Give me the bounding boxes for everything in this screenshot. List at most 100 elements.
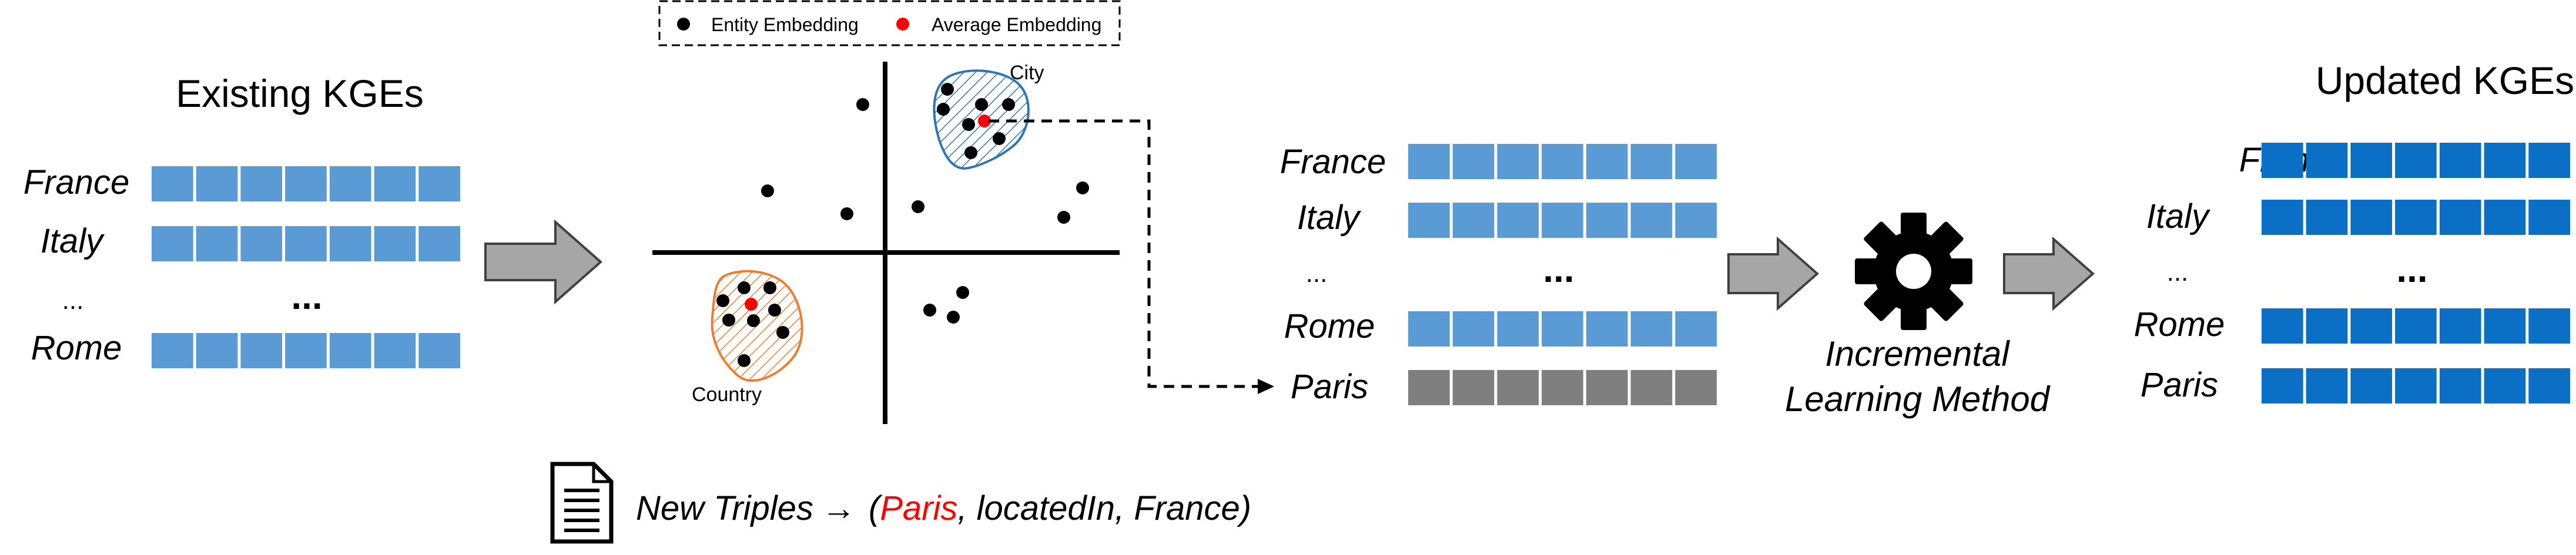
embedding-cell <box>2528 368 2570 403</box>
middle-embedding-bar-france <box>1408 144 1717 179</box>
embedding-cell <box>1497 370 1539 405</box>
entity-point <box>993 132 1006 145</box>
embedding-cell <box>2306 308 2348 344</box>
embedding-cell <box>418 166 460 201</box>
embedding-cell <box>2262 200 2303 235</box>
new-triples-prefix: New Triples <box>636 489 813 527</box>
embedding-cell <box>2484 200 2526 235</box>
middle-bar-ellipsis: ... <box>1543 248 1574 290</box>
embedding-cell <box>2439 143 2481 178</box>
gear-icon <box>1855 213 1972 330</box>
embedding-cell <box>285 333 327 368</box>
middle-embedding-bar-paris <box>1408 370 1717 405</box>
entity-point <box>716 294 729 307</box>
entity-point <box>1057 211 1070 224</box>
existing-row-label-ellipsis: ... <box>62 286 84 315</box>
flow-arrow-3 <box>2003 236 2095 311</box>
method-label-line1: Incremental <box>1825 334 2010 374</box>
embedding-cell <box>240 333 283 368</box>
embedding-cell <box>1586 311 1628 347</box>
embedding-cell <box>196 166 238 201</box>
embedding-cell <box>329 226 371 261</box>
legend-entity-label: Entity Embedding <box>711 14 859 35</box>
embedding-cell <box>2439 200 2481 235</box>
existing-embedding-bar-italy <box>152 226 460 261</box>
existing-bar-ellipsis: ... <box>291 275 322 317</box>
embedding-cell <box>1630 370 1673 405</box>
existing-embedding-bar-france <box>152 166 460 201</box>
embedding-cell <box>374 166 416 201</box>
updated-row-label-italy: Italy <box>2146 197 2210 236</box>
entity-point <box>776 326 789 339</box>
embedding-cell <box>1630 144 1673 179</box>
embedding-cell <box>1408 144 1450 179</box>
embedding-cell <box>1675 370 1717 405</box>
entity-point <box>856 98 869 111</box>
existing-row-label-rome: Rome <box>31 329 122 367</box>
entity-point <box>975 98 988 111</box>
updated-embedding-bar-france <box>2262 143 2570 178</box>
embedding-space-plot: Entity Embedding Average Embedding City … <box>652 0 1274 424</box>
intermediate-kges-panel: France Italy ... ... Rome Paris <box>1280 143 1717 406</box>
legend-average-label: Average Embedding <box>932 14 1101 35</box>
embedding-cell <box>2484 308 2526 344</box>
embedding-cell <box>285 166 327 201</box>
updated-bar-ellipsis: ... <box>2396 248 2427 290</box>
entity-point <box>1076 181 1089 194</box>
embedding-cell <box>2350 143 2393 178</box>
entity-point <box>738 354 751 367</box>
embedding-cell <box>329 166 371 201</box>
legend-box <box>658 0 1121 46</box>
embedding-cell <box>2262 308 2303 344</box>
embedding-cell <box>1586 144 1628 179</box>
entity-point <box>956 286 969 299</box>
embedding-cell <box>1630 203 1673 238</box>
embedding-cell <box>418 226 460 261</box>
entity-point <box>941 83 954 96</box>
new-triples-text: New Triples→(Paris, locatedIn, France) <box>636 489 1251 527</box>
embedding-cell <box>1497 144 1539 179</box>
embedding-cell <box>1408 311 1450 347</box>
flow-arrow-2 <box>1727 236 1820 311</box>
embedding-cell <box>1497 203 1539 238</box>
embedding-cell <box>196 333 238 368</box>
existing-embedding-bar-rome <box>152 333 460 368</box>
embedding-cell <box>2350 200 2393 235</box>
entity-point <box>964 146 977 159</box>
middle-row-label-rome: Rome <box>1284 307 1375 345</box>
entity-point <box>923 304 936 317</box>
updated-embedding-bar-paris <box>2262 368 2570 403</box>
middle-embedding-bar-rome <box>1408 311 1717 347</box>
embedding-cell <box>1675 203 1717 238</box>
embedding-cell <box>374 226 416 261</box>
embedding-cell <box>2395 368 2437 403</box>
entity-point <box>1002 98 1015 111</box>
document-icon <box>550 462 614 544</box>
embedding-cell <box>1452 311 1495 347</box>
embedding-cell <box>2395 200 2437 235</box>
embedding-cell <box>2528 200 2570 235</box>
updated-kges-panel: Updated KGEs France Italy ... ... Rome P… <box>2134 59 2574 404</box>
embedding-cell <box>1452 370 1495 405</box>
embedding-cell <box>2306 368 2348 403</box>
embedding-cell <box>240 166 283 201</box>
embedding-cell <box>2528 308 2570 344</box>
entity-point <box>768 304 781 317</box>
embedding-cell <box>2439 368 2481 403</box>
embedding-cell <box>329 333 371 368</box>
middle-row-label-france: France <box>1280 143 1386 181</box>
middle-embedding-bar-italy <box>1408 203 1717 238</box>
embedding-cell <box>2484 143 2526 178</box>
entity-point <box>722 314 735 327</box>
new-triples-arrow: → <box>822 489 856 527</box>
embedding-cell <box>1586 370 1628 405</box>
entity-point <box>962 118 975 131</box>
embedding-cell <box>1542 370 1583 405</box>
city-average-point <box>978 115 991 127</box>
updated-kges-title: Updated KGEs <box>2316 59 2574 102</box>
embedding-cell <box>196 226 238 261</box>
embedding-cell <box>1586 203 1628 238</box>
updated-row-label-rome: Rome <box>2134 305 2225 344</box>
embedding-cell <box>2306 143 2348 178</box>
